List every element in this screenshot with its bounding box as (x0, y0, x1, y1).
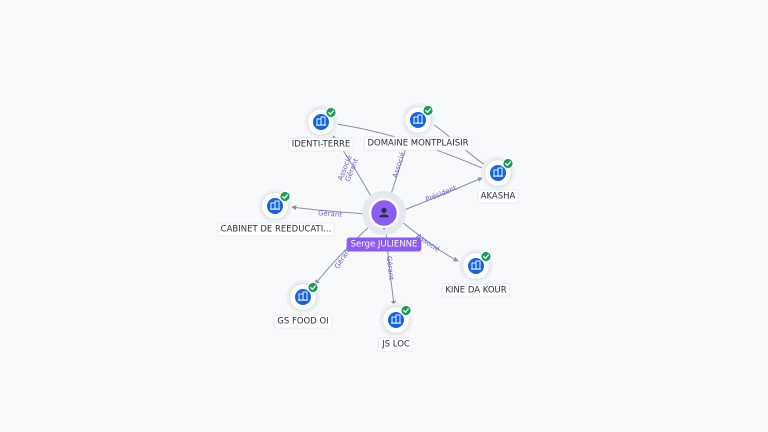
building-icon (298, 291, 308, 301)
edge-c-gsfood (314, 225, 371, 285)
edge-label-c-jsloc: Gérant (385, 256, 395, 281)
node-label-kine: KINE DA KOUR (441, 283, 511, 298)
building-icon (493, 167, 503, 177)
building-icon (316, 116, 326, 126)
verified-check-icon (480, 250, 492, 263)
center-label-text: Serge JULIENNE (351, 240, 418, 250)
node-label-domaine: DOMAINE MONTPLAISIR (364, 136, 473, 151)
node-center[interactable] (362, 191, 406, 235)
node-label-text: CABINET DE REEDUCATI... (221, 225, 332, 235)
node-label-gsfood: GS FOOD OI (273, 314, 333, 329)
node-label-jsloc: JS LOC (377, 337, 414, 352)
edge-label-c-domaine: Associé (391, 151, 407, 179)
building-icon (413, 114, 423, 124)
verified-check-icon (400, 304, 412, 317)
node-jsloc[interactable] (379, 303, 413, 337)
node-label-text: AKASHA (481, 192, 516, 202)
node-label-text: DOMAINE MONTPLAISIR (367, 139, 468, 149)
node-label-cabinet: CABINET DE REEDUCATI... (217, 222, 335, 237)
building-icon (270, 200, 280, 210)
node-identi[interactable] (304, 105, 338, 139)
building-icon (471, 260, 481, 270)
verified-check-icon (422, 104, 434, 117)
verified-check-icon (502, 157, 514, 170)
node-label-text: JS LOC (381, 340, 410, 350)
node-label-akasha: AKASHA (477, 189, 519, 204)
node-cabinet[interactable] (258, 189, 292, 223)
edge-c-akasha (403, 177, 483, 211)
node-label-text: GS FOOD OI (277, 317, 328, 327)
edge-c-cabinet (291, 205, 368, 215)
node-label-text: IDENTI-TERRE (292, 140, 351, 150)
node-kine[interactable] (459, 249, 493, 283)
edge-label-c-cabinet: Gérant (318, 209, 343, 219)
person-icon (379, 207, 389, 218)
node-domaine[interactable] (401, 103, 435, 137)
node-label-text: KINE DA KOUR (445, 286, 506, 296)
verified-check-icon (325, 106, 337, 119)
verified-check-icon (307, 281, 319, 294)
nodes-layer: IDENTI-TERRE DOMAINE MONTPLAISIR AKASHA CAB… (217, 103, 519, 352)
node-label-identi: IDENTI-TERRE (288, 137, 354, 152)
verified-check-icon (279, 190, 291, 203)
building-icon (391, 314, 401, 324)
edge-c-kine (401, 221, 459, 262)
edge-label-c-akasha: Président (424, 184, 458, 204)
center-label: Serge JULIENNE (346, 237, 422, 252)
node-akasha[interactable] (481, 156, 515, 190)
node-gsfood[interactable] (286, 280, 320, 314)
